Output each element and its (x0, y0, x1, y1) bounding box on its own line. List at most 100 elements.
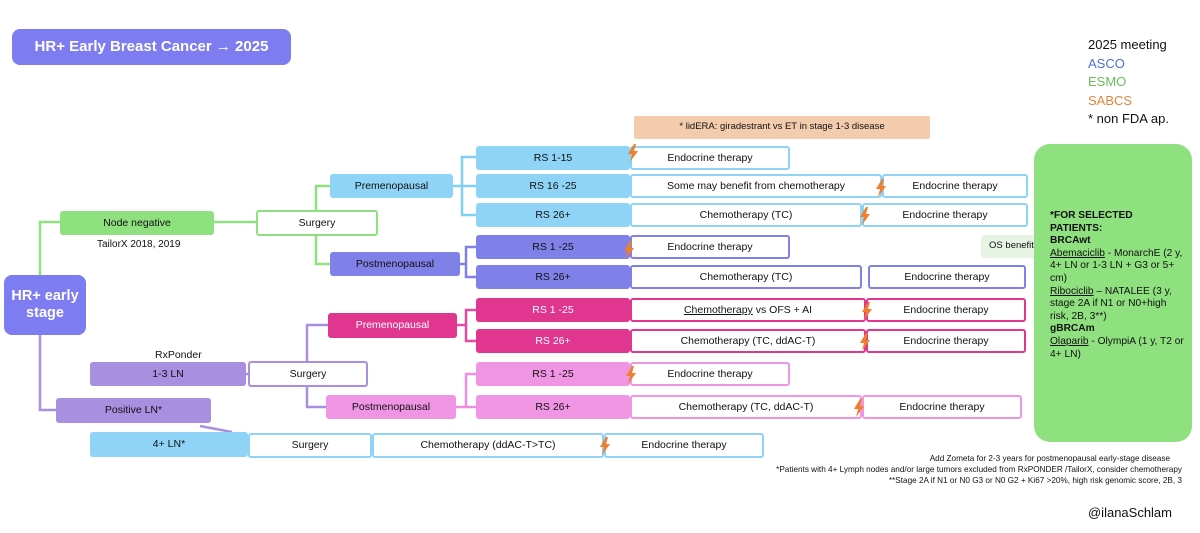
next-pos-post-2: Endocrine therapy (862, 395, 1022, 419)
ribociclib-item: Ribociclib – NATALEE (3 y, stage 2A if N… (1050, 286, 1184, 324)
lightning-bolt-icon (600, 437, 610, 455)
olaparib-name: Olaparib (1050, 335, 1089, 347)
title-text: HR+ Early Breast Cancer → 2025 (34, 38, 269, 56)
postmenopausal-pos-label: Postmenopausal (351, 400, 431, 413)
footnote-stage: **Stage 2A if N1 or N0 G3 or N0 G2 + Ki6… (888, 476, 1182, 485)
next-nn-post-2: Endocrine therapy (868, 265, 1026, 289)
rs-pos-pre-1: RS 1 -25 (476, 298, 630, 322)
premenopausal-pos-label: Premenopausal (355, 319, 430, 332)
trial-banner: * lidERA: giradestrant vs ET in stage 1-… (634, 116, 930, 139)
treatment-pos-post-2: Chemotherapy (TC, ddAC-T) (630, 395, 862, 419)
endo-4ln-box: Endocrine therapy (604, 433, 764, 458)
surgery-nn-box: Surgery (256, 210, 378, 236)
rs-label: RS 16 -25 (529, 179, 577, 192)
ln-4plus-box: 4+ LN* (90, 432, 248, 457)
treatment-pos-pre-1: Chemotherapy vs OFS + AI (630, 298, 866, 322)
treatment-label: Endocrine therapy (667, 240, 753, 253)
selected-patients-box: *FOR SELECTED PATIENTS: BRCAwt Abemacicl… (1034, 144, 1192, 442)
rs-label: RS 1 -25 (532, 367, 574, 380)
treatment-nn-post-1: Endocrine therapy (630, 235, 790, 259)
postmenopausal-nn-label: Postmenopausal (355, 257, 435, 270)
rs-label: RS 26+ (535, 334, 571, 347)
treatment-nn-pre-1: Endocrine therapy (630, 146, 790, 170)
endo-4ln-label: Endocrine therapy (641, 439, 727, 452)
legend-heading: 2025 meeting (1088, 37, 1167, 52)
os-benefit-tag: OS benefit (981, 235, 1042, 258)
root-label: HR+ early stage (11, 288, 79, 321)
rs-pos-pre-2: RS 26+ (476, 329, 630, 353)
lightning-bolt-icon (862, 302, 872, 320)
node-negative-box: Node negative (60, 211, 214, 235)
next-label: Endocrine therapy (903, 334, 989, 347)
footnote-zometa: Add Zometa for 2-3 years for postmenopau… (929, 454, 1170, 463)
rs-label: RS 26+ (535, 270, 571, 283)
surgery-pos-box: Surgery (248, 361, 368, 387)
abemaciclib-detail: - MonarchE (2 y, 4+ LN or 1-3 LN + G3 or… (1050, 247, 1186, 284)
treatment-label: Chemotherapy vs OFS + AI (684, 304, 812, 316)
treatment-nn-pre-2: Some may benefit from chemotherapy (630, 174, 882, 198)
postmenopausal-pos-box: Postmenopausal (326, 395, 456, 419)
node-negative-connectors (38, 184, 330, 275)
rs-pos-post-1: RS 1 -25 (476, 362, 630, 386)
author-handle: @ilanaSchlam (1087, 505, 1172, 520)
treatment-label: Chemotherapy (TC, ddAC-T) (680, 334, 816, 347)
lightning-bolt-icon (626, 366, 636, 384)
next-label: Endocrine therapy (904, 270, 990, 283)
ln-1-3-label: 1-3 LN (152, 367, 184, 380)
abemaciclib-name: Abemaciclib (1050, 247, 1105, 259)
treatment-label: Endocrine therapy (667, 151, 753, 164)
positive-ln-box: Positive LN* (56, 398, 211, 423)
trial-banner-text: * lidERA: giradestrant vs ET in stage 1-… (679, 121, 885, 133)
legend-sabcs: SABCS (1088, 92, 1133, 108)
rxponder-note: RxPonder (155, 349, 202, 361)
ln-1-3-box: 1-3 LN (90, 362, 246, 386)
ribociclib-detail: – NATALEE (3 y, stage 2A if N1 or N0+hig… (1050, 285, 1175, 322)
rs-label: RS 26+ (535, 208, 571, 221)
treatment-label: Chemotherapy (TC) (699, 208, 793, 221)
chemo-4ln-box: Chemotherapy (ddAC-T>TC) (372, 433, 604, 458)
treatment-pos-pre-2: Chemotherapy (TC, ddAC-T) (630, 329, 866, 353)
next-nn-pre-2: Endocrine therapy (882, 174, 1028, 198)
rs-nn-post-2: RS 26+ (476, 265, 630, 289)
abemaciclib-item: Abemaciclib - MonarchE (2 y, 4+ LN or 1-… (1050, 248, 1184, 286)
next-label: Endocrine therapy (903, 303, 989, 316)
lightning-bolt-icon (628, 144, 638, 162)
rs-nn-pre-1: RS 1-15 (476, 146, 630, 170)
treatment-label: Some may benefit from chemotherapy (667, 179, 845, 192)
legend-asco: ASCO (1088, 55, 1125, 71)
premenopausal-pos-connectors (457, 308, 476, 343)
lightning-bolt-icon (876, 179, 886, 197)
premenopausal-nn-box: Premenopausal (330, 174, 453, 198)
surgery-nn-label: Surgery (298, 216, 336, 229)
next-label: Endocrine therapy (912, 179, 998, 192)
lightning-bolt-icon (854, 399, 864, 417)
surgery-4ln-box: Surgery (248, 433, 372, 458)
premenopausal-pos-box: Premenopausal (328, 313, 457, 338)
ribociclib-name: Ribociclib (1050, 285, 1094, 297)
next-label: Endocrine therapy (899, 400, 985, 413)
root-hr-early-stage: HR+ early stage (4, 275, 86, 335)
legend-note: * non FDA ap. (1088, 111, 1169, 126)
brcawt-heading: BRCAwt (1050, 235, 1091, 247)
treatment-label: Chemotherapy (TC) (699, 270, 793, 283)
surgery-4ln-label: Surgery (291, 439, 329, 452)
lightning-bolt-icon (860, 333, 870, 351)
meeting-legend: 2025 meeting ASCO ESMO SABCS * non FDA a… (1088, 36, 1169, 129)
treatment-label: Chemotherapy (TC, ddAC-T) (678, 400, 814, 413)
rs-label: RS 1 -25 (532, 303, 574, 316)
tailorx-note: TailorX 2018, 2019 (97, 239, 181, 250)
os-benefit-label: OS benefit (989, 240, 1034, 252)
rs-label: RS 1 -25 (532, 240, 574, 253)
title-box: HR+ Early Breast Cancer → 2025 (12, 29, 291, 65)
olaparib-detail: - OlympiA (1 y, T2 or 4+ LN) (1050, 335, 1187, 360)
treatment-nn-pre-3: Chemotherapy (TC) (630, 203, 862, 227)
lightning-bolt-icon (624, 241, 634, 259)
lightning-bolt-icon (860, 207, 870, 225)
treatment-nn-post-2: Chemotherapy (TC) (630, 265, 862, 289)
treatment-rest: vs OFS + AI (752, 303, 813, 316)
legend-esmo: ESMO (1088, 74, 1127, 89)
premenopausal-nn-connectors (453, 155, 476, 217)
postmenopausal-nn-box: Postmenopausal (330, 252, 460, 276)
